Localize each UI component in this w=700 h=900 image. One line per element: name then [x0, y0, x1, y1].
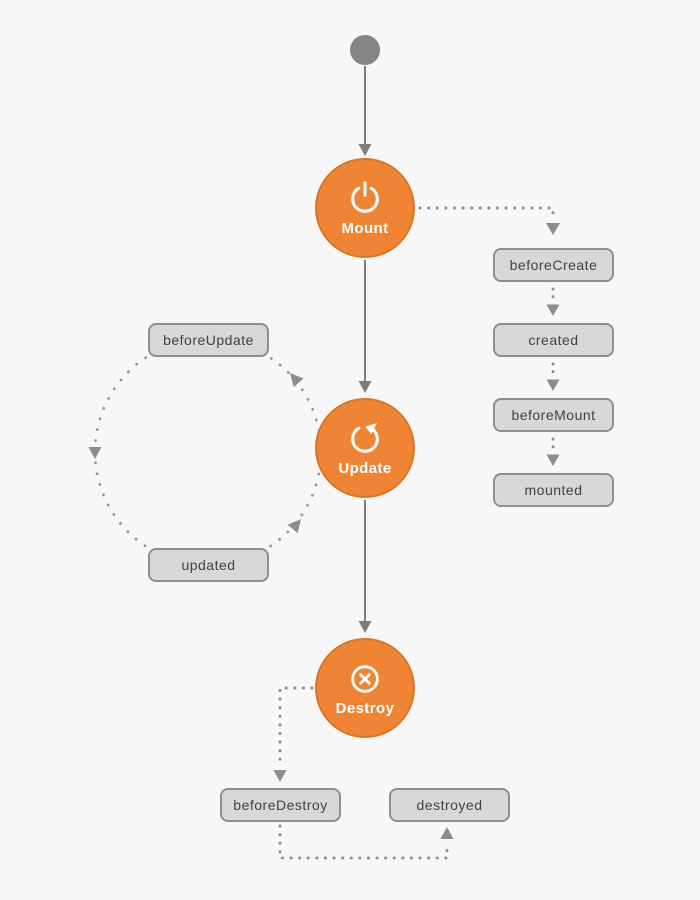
arrowhead-into-beforemount [546, 379, 560, 391]
stage-destroy: Destroy [315, 638, 415, 738]
start-node [350, 35, 380, 65]
arrowhead-into-destroy [358, 621, 372, 633]
connector-mount-to-beforecreate [418, 206, 555, 221]
hook-before-mount: beforeMount [493, 398, 614, 432]
loop-arrowhead-to-update [287, 519, 301, 534]
arrowhead-into-update [358, 381, 372, 393]
loop-arrowhead-down-left [88, 447, 102, 459]
hook-updated: updated [148, 548, 269, 582]
update-loop-circle [93, 337, 323, 567]
stage-mount: Mount [315, 158, 415, 258]
connector-beforedestroy-to-destroyed [278, 824, 449, 860]
arrowhead-into-destroyed [440, 827, 454, 839]
arrowhead-into-beforedestroy [273, 770, 287, 782]
close-circle-icon [351, 664, 379, 693]
arrowhead-into-mounted [546, 454, 560, 466]
power-icon [351, 180, 379, 213]
stage-update: Update [315, 398, 415, 498]
arrowhead-into-created [546, 304, 560, 316]
hook-before-update: beforeUpdate [148, 323, 269, 357]
hook-before-destroy: beforeDestroy [220, 788, 341, 822]
arrowhead-into-beforecreate [546, 223, 560, 235]
stage-destroy-label: Destroy [335, 699, 395, 717]
stage-mount-label: Mount [341, 219, 389, 237]
hook-before-create: beforeCreate [493, 248, 614, 282]
hook-destroyed: destroyed [389, 788, 510, 822]
refresh-icon [351, 422, 379, 453]
stage-update-label: Update [338, 459, 392, 477]
loop-arrowhead-to-beforeupdate [290, 373, 304, 388]
connector-destroy-to-beforedestroy [278, 686, 314, 769]
hook-mounted: mounted [493, 473, 614, 507]
arrowhead-into-mount [358, 144, 372, 156]
hook-created: created [493, 323, 614, 357]
